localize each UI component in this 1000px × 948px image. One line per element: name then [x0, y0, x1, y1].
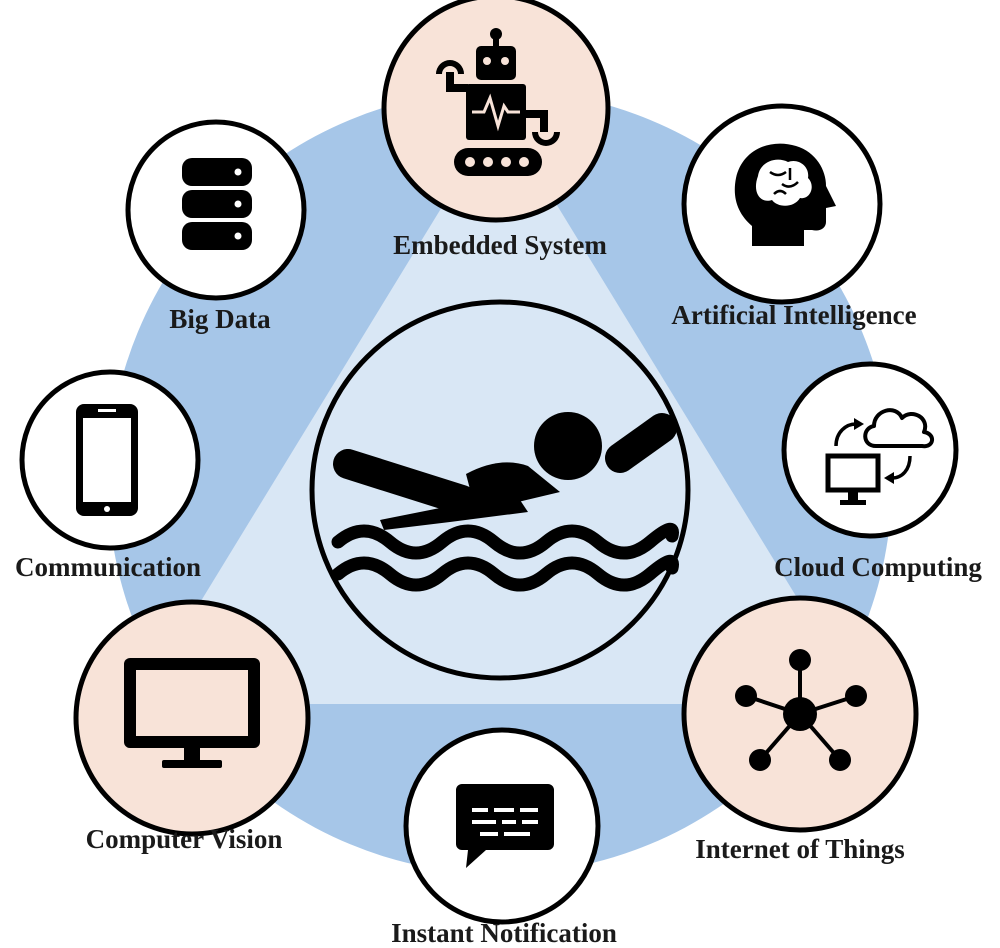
node-circle [781, 361, 959, 539]
label-cloud-computing: Cloud Computing [774, 552, 982, 582]
label-big-data: Big Data [169, 304, 271, 334]
cloud-computer-icon [825, 408, 934, 505]
monitor-icon [124, 658, 260, 768]
node-internet-of-things [681, 595, 919, 833]
node-cloud-computing [781, 361, 959, 539]
label-artificial-intelligence: Artificial Intelligence [671, 300, 917, 330]
brain-head-icon [734, 143, 836, 246]
node-communication [19, 369, 201, 551]
label-embedded-system: Embedded System [393, 230, 607, 260]
node-embedded-system [381, 0, 611, 223]
robot-icon [436, 28, 560, 176]
node-artificial-intelligence [681, 103, 883, 305]
node-big-data [125, 119, 307, 301]
label-internet-of-things: Internet of Things [695, 834, 905, 864]
label-computer-vision: Computer Vision [85, 824, 283, 854]
label-instant-notification: Instant Notification [391, 918, 617, 948]
label-communication: Communication [14, 552, 202, 582]
database-icon [182, 158, 252, 250]
message-bubble-icon [456, 784, 554, 868]
smartphone-icon [76, 404, 138, 516]
network-hub-icon [735, 649, 867, 771]
node-computer-vision [73, 599, 311, 837]
center-swimmer [309, 299, 691, 681]
node-instant-notification [403, 727, 601, 925]
swimmer-icon [331, 412, 679, 592]
